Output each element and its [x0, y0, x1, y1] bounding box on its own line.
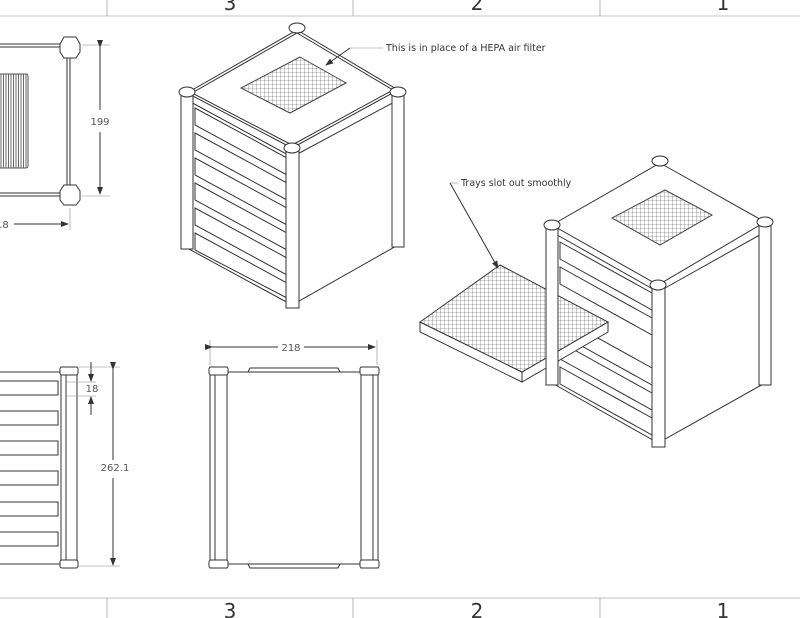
tray-annotation: Trays slot out smoothly [460, 178, 572, 189]
corner-post [758, 221, 772, 386]
corner-post [285, 147, 300, 309]
front-view: 218 [205, 340, 380, 569]
zone-label: 3 [224, 599, 237, 618]
corner-post [651, 284, 666, 448]
post-cap [59, 184, 81, 206]
zone-label: 2 [471, 0, 484, 15]
corner-post [545, 224, 559, 386]
dimension-tray-pitch: 18 [86, 384, 99, 395]
zone-label: 3 [224, 0, 237, 15]
top-view: 199 .8 [0, 36, 110, 231]
post-cap [543, 219, 561, 231]
zone-label: 2 [471, 599, 484, 618]
post-cap [756, 216, 774, 228]
corner-post [391, 91, 405, 248]
corner-post [180, 91, 194, 250]
title-border-top: 3 2 1 [0, 0, 800, 17]
dimension-height: 262.1 [101, 463, 130, 474]
hepa-annotation: This is in place of a HEPA air filter [385, 43, 546, 54]
dimension-width: 218 [281, 343, 300, 354]
side-view: 18 262.1 [0, 362, 130, 569]
post-cap [178, 86, 196, 98]
post-cap [389, 86, 407, 98]
post-cap [649, 279, 667, 291]
isometric-cabinet: This is in place of a HEPA air filter [178, 22, 546, 309]
pulled-out-tray [419, 264, 610, 383]
isometric-cabinet-open: Trays slot out smoothly [419, 155, 774, 448]
zone-label: 1 [717, 599, 730, 618]
post-cap [288, 22, 306, 34]
zone-label: 1 [717, 0, 730, 15]
hepa-filter [239, 56, 348, 114]
post-cap [283, 142, 301, 154]
post-cap [59, 36, 81, 59]
hepa-filter [610, 189, 714, 246]
title-border-bottom: 3 2 1 [0, 597, 800, 618]
dimension-width: .8 [0, 220, 9, 231]
dimension-height: 199 [90, 117, 109, 128]
tray-slots [0, 380, 59, 547]
post-cap [651, 155, 669, 167]
